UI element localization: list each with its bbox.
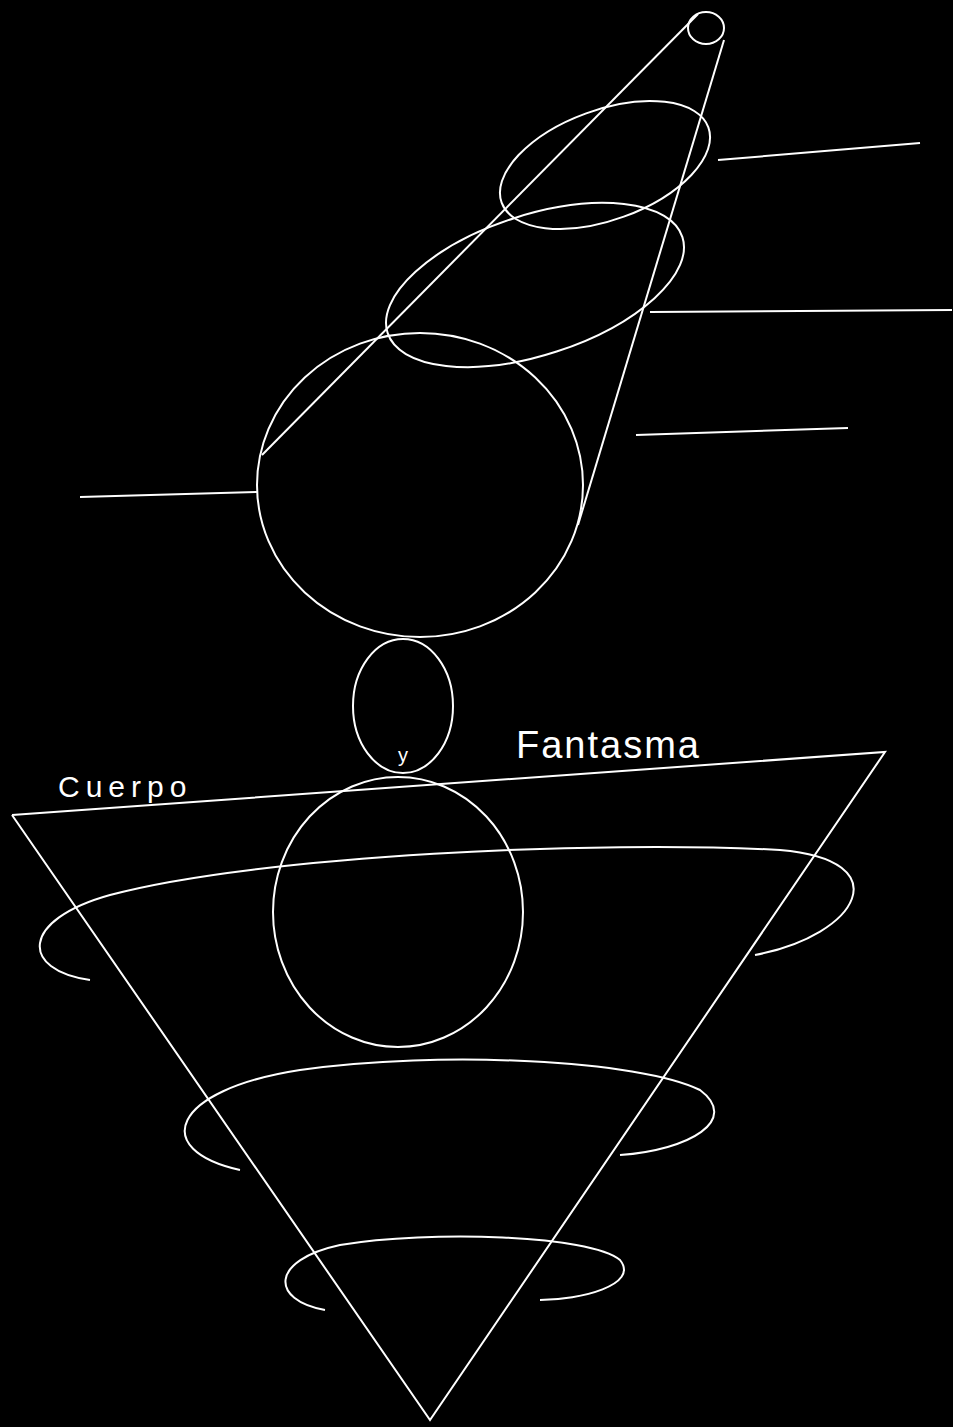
title-word: Cuerpo [58, 772, 192, 802]
inverted-triangle [12, 752, 885, 1420]
horizontal-line [636, 428, 848, 435]
cone-edge [578, 40, 724, 525]
cone-ring [366, 171, 704, 400]
title-word: Fantasma [516, 726, 701, 764]
cone-tip [688, 12, 724, 44]
spiral-ring [285, 1237, 624, 1310]
lower-circle [273, 777, 523, 1047]
large-circle [257, 333, 583, 637]
spiral-ring [185, 1060, 714, 1170]
horizontal-line [80, 492, 258, 497]
horizontal-line [718, 143, 920, 160]
node-text: y [398, 745, 408, 765]
cone-edge [262, 14, 698, 455]
spiral-ring [40, 847, 854, 980]
cone-ring [483, 76, 727, 255]
oval-node: y [351, 637, 455, 775]
horizontal-line [650, 310, 952, 312]
